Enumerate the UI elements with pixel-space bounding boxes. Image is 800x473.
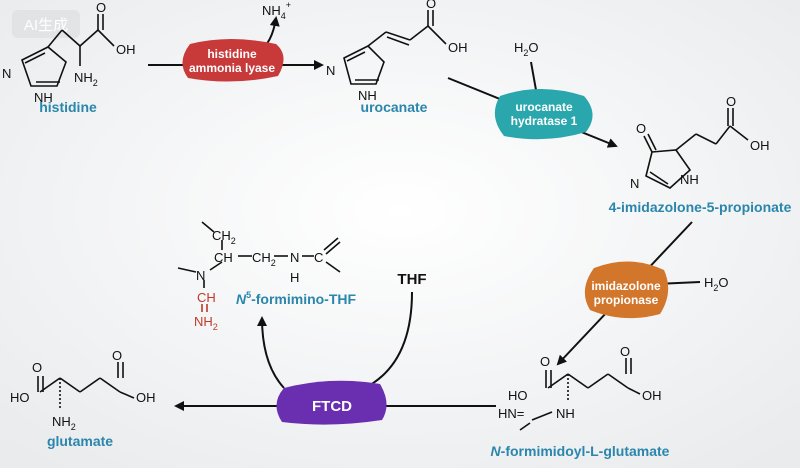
enzyme-hal-line1: histidine [207,47,257,61]
imidazolone-structure [643,108,749,189]
formimidoyl-hn-atom: HN= [498,406,524,421]
water-input-line-1 [530,61,537,91]
imidazolone-n-atom: N [630,176,639,191]
enzyme-ftcd-label: FTCD [312,398,352,415]
imidazolone-label: 4-imidazolone-5-propionate [609,199,792,215]
formimino-nh2-red: NH2 [194,314,218,332]
glutamate-o2-atom: O [112,348,122,363]
enzyme-hal-line2: ammonia lyase [189,61,275,75]
formimino-c-atom: C [314,250,323,265]
formimino-h-atom: H [290,270,299,285]
histidine-label: histidine [39,99,97,115]
formimino-ch-atom: CH [214,250,233,265]
thf-label: THF [397,271,426,288]
imidazolone-o2-atom: O [726,94,736,109]
arrow-to-formimino-thf [257,316,285,389]
formimidoyl-glutamate-structure [519,358,641,431]
enzyme-ip-line2: propionase [594,293,659,307]
histidine-structure [21,14,115,87]
glutamate-label: glutamate [47,433,113,449]
formimino-group-bonds [201,304,208,312]
histidine-o-atom: O [96,0,106,15]
formimidoyl-o2-atom: O [620,344,630,359]
formimino-ch2b-atom: CH2 [252,250,276,268]
glutamate-ho-atom: HO [10,390,30,405]
imidazolone-oh-atom: OH [750,138,770,153]
formimino-thf-label: N5-formimino-THF [236,290,357,307]
urocanate-n-atom: N [326,63,335,78]
formimidoyl-o-atom: O [540,354,550,369]
urocanate-o-atom: O [426,0,436,11]
glutamate-structure [37,362,135,410]
enzyme-urocanate-hydratase [494,89,593,140]
glutamate-o-atom: O [32,360,42,375]
urocanate-label: urocanate [361,99,428,115]
formimidoyl-oh-atom: OH [642,388,662,403]
formimino-ch2-atom: CH2 [212,228,236,246]
watermark-badge: AI生成 [12,10,80,38]
enzyme-imidazolone-propionase [584,261,669,319]
urocanate-structure [343,10,447,85]
imidazolone-o-atom: O [636,121,646,136]
watermark-text: AI生成 [24,17,68,34]
formimidoyl-ho-atom: HO [508,388,528,403]
histidine-oh-atom: OH [116,42,136,57]
formimidoyl-label: N-formimidoyl-L-glutamate [491,443,670,459]
histidine-nh2-atom: NH2 [74,70,98,88]
enzyme-ftcd [276,380,387,425]
glutamate-oh-atom: OH [136,390,156,405]
histidine-nh-atom: NH [34,90,53,105]
urocanate-nh-atom: NH [358,88,377,103]
enzyme-ip-line1: imidazolone [591,279,661,293]
formimino-n5-atom: N [196,268,205,283]
enzyme-uh-line2: hydratase 1 [511,114,578,128]
formimino-thf-structure [177,221,341,288]
formimino-n-atom: N [290,250,299,265]
water-label-1: H2O [514,40,539,58]
glutamate-nh2-atom: NH2 [52,414,76,432]
ammonium-label: NH4+ [262,0,291,21]
histidine-n-atom: N [2,66,11,81]
enzyme-histidine-ammonia-lyase [182,39,284,82]
urocanate-oh-atom: OH [448,40,468,55]
enzyme-uh-line1: urocanate [515,100,573,114]
water-label-2: H2O [704,275,729,293]
formimidoyl-nh-atom: NH [556,406,575,421]
imidazolone-nh-atom: NH [680,172,699,187]
formimino-ch-red: CH [197,290,216,305]
